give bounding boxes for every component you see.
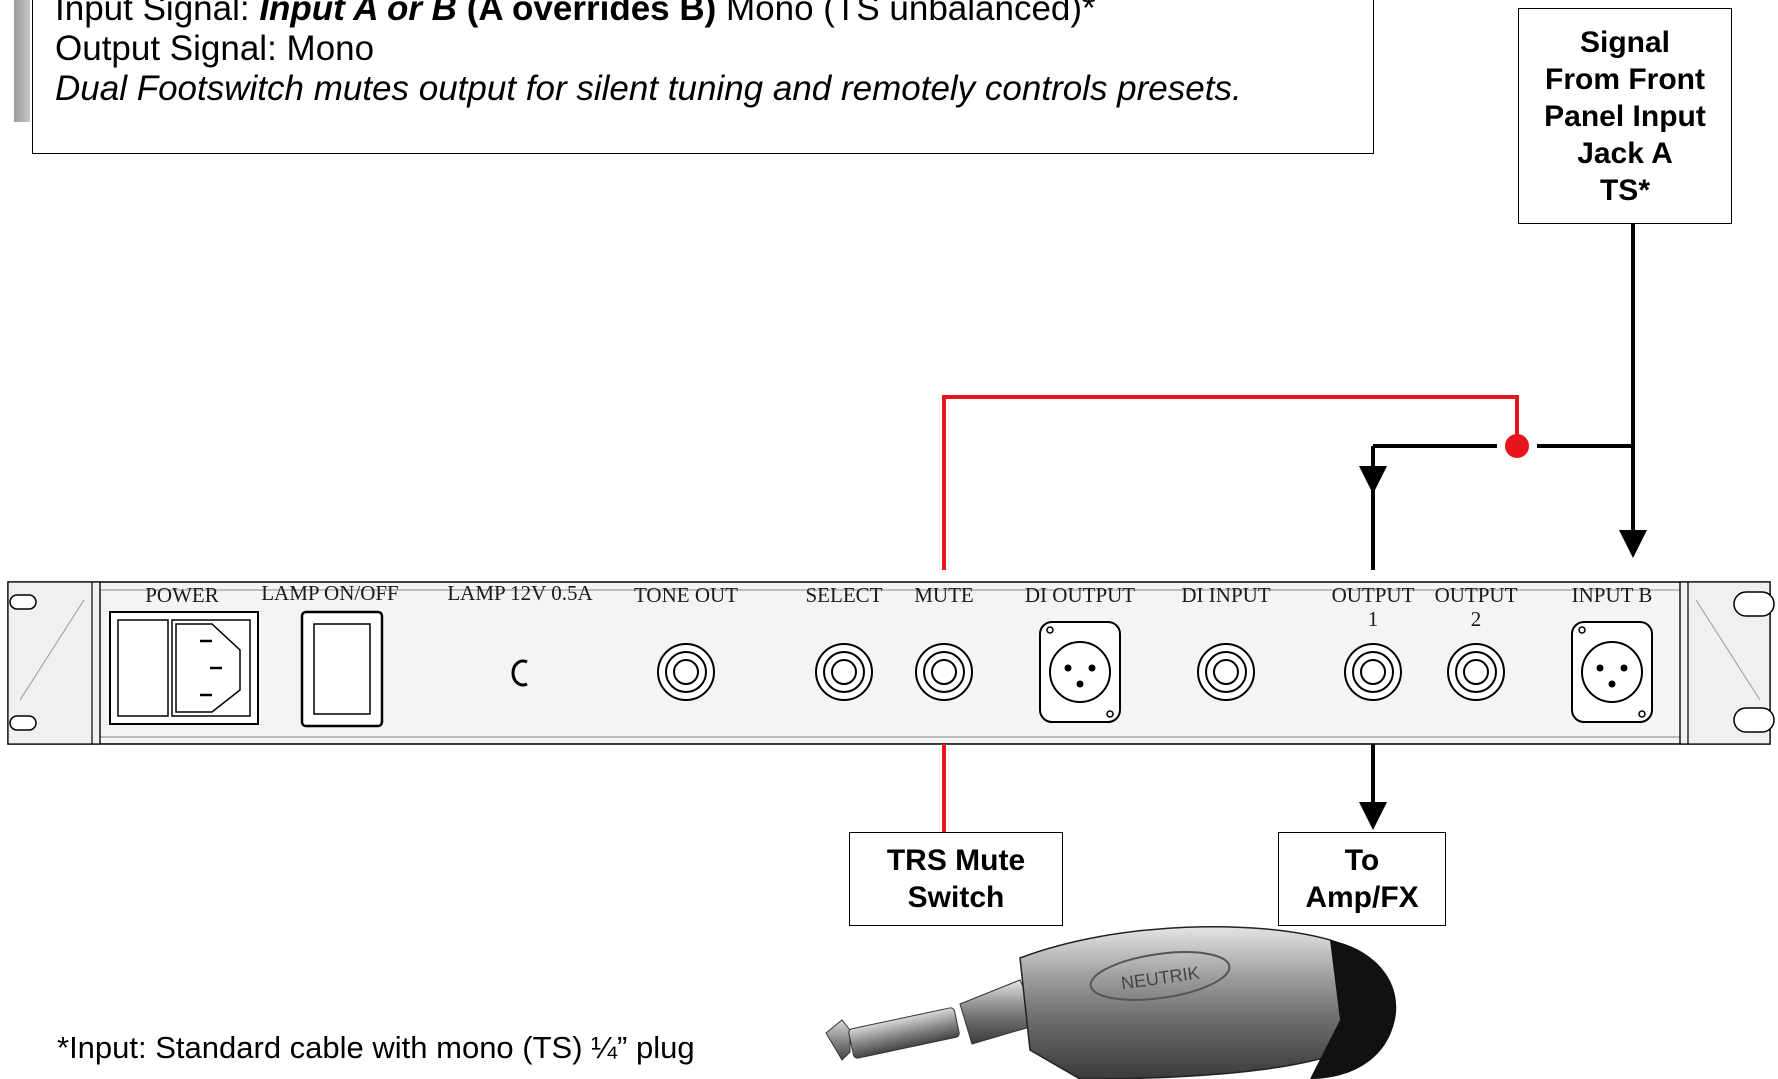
- signal-box-line: Panel Input: [1519, 98, 1731, 135]
- rack-ear-slot: [1734, 592, 1774, 616]
- xlr-di-output: [1040, 622, 1120, 722]
- jack-output-2: [1448, 644, 1504, 700]
- label-output-1: OUTPUT: [1332, 583, 1415, 607]
- label-mute: MUTE: [914, 583, 974, 607]
- arrowhead-down: [1359, 466, 1387, 494]
- input-signal-line: Input Signal: Input A or B (A overrides …: [55, 0, 1373, 29]
- signal-info-box: Input Signal: Input A or B (A overrides …: [32, 0, 1374, 154]
- label-di-input: DI INPUT: [1181, 583, 1270, 607]
- jack-select: [816, 644, 872, 700]
- output-signal-line: Output Signal: Mono: [55, 29, 1373, 69]
- signal-box-line: From Front: [1519, 61, 1731, 98]
- jack-di-input: [1198, 644, 1254, 700]
- signal-box-line: Jack A: [1519, 135, 1731, 172]
- amp-box-line: To: [1279, 842, 1445, 879]
- power-inlet: [110, 612, 258, 724]
- info-box-shadow: [14, 0, 30, 122]
- rack-ear-slot: [10, 595, 36, 609]
- jack-tone-out: [658, 644, 714, 700]
- lamp-switch: [302, 612, 382, 726]
- label-lamp-rating: LAMP 12V 0.5A: [447, 581, 593, 605]
- input-signal-source: Input A or B: [259, 0, 457, 28]
- amp-fx-box: To Amp/FX: [1278, 832, 1446, 926]
- label-lamp-switch: LAMP ON/OFF: [261, 581, 399, 605]
- signal-source-box: Signal From Front Panel Input Jack A TS*: [1518, 8, 1732, 224]
- signal-box-line: TS*: [1519, 172, 1731, 209]
- label-input-b: INPUT B: [1572, 583, 1653, 607]
- jack-output-1: [1345, 644, 1401, 700]
- label-output-1-num: 1: [1368, 607, 1379, 631]
- input-signal-priority: (A overrides B): [457, 0, 716, 28]
- mute-box-line: Switch: [850, 879, 1062, 916]
- signal-box-line: Signal: [1519, 24, 1731, 61]
- input-cable-footnote: *Input: Standard cable with mono (TS) ¼”…: [57, 1030, 695, 1066]
- mute-box-line: TRS Mute: [850, 842, 1062, 879]
- amp-box-line: Amp/FX: [1279, 879, 1445, 916]
- arrowhead-down: [1619, 530, 1647, 558]
- input-signal-type: Mono (TS unbalanced)*: [716, 0, 1095, 28]
- label-di-output: DI OUTPUT: [1025, 583, 1135, 607]
- label-power: POWER: [145, 583, 219, 607]
- footswitch-note-line: Dual Footswitch mutes output for silent …: [55, 69, 1373, 109]
- jack-plug-image: NEUTRIK: [826, 927, 1396, 1079]
- label-output-2: OUTPUT: [1435, 583, 1518, 607]
- junction-dot: [1505, 434, 1529, 458]
- label-select: SELECT: [806, 583, 883, 607]
- mute-switch-box: TRS Mute Switch: [849, 832, 1063, 926]
- label-tone-out: TONE OUT: [634, 583, 738, 607]
- rack-ear-slot: [10, 716, 36, 730]
- jack-mute: [916, 644, 972, 700]
- label-output-2-num: 2: [1471, 607, 1482, 631]
- rack-ear-slot: [1734, 708, 1774, 732]
- xlr-input-b: [1572, 622, 1652, 722]
- arrowhead-down: [1359, 802, 1387, 830]
- input-signal-prefix: Input Signal:: [55, 0, 259, 28]
